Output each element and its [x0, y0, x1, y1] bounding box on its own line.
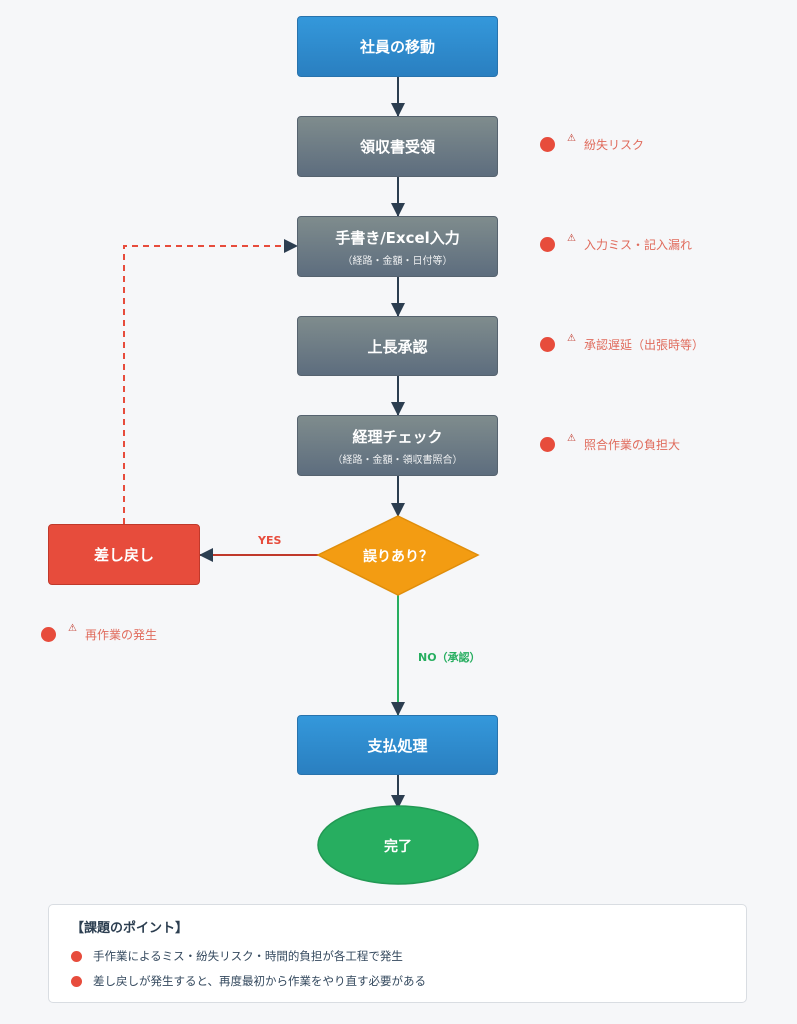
warning-icon: ⚠ — [567, 433, 576, 444]
risk-text: 紛失リスク — [583, 138, 644, 152]
node-start[interactable]: 社員の移動 — [297, 16, 498, 77]
node-check[interactable]: 経理チェック （経路・金額・領収書照合） — [297, 415, 498, 476]
node-receipt[interactable]: 領収書受領 — [297, 116, 498, 177]
warning-icon: ⚠ — [567, 233, 576, 244]
summary-title: 【課題のポイント】 — [71, 921, 189, 936]
node-title: 差し戻し — [93, 546, 154, 564]
risk-item: ⚠ 紛失リスク — [540, 133, 644, 153]
risk-dot-icon — [41, 627, 56, 642]
node-subtitle: （経路・金額・日付等） — [342, 255, 453, 267]
node-reject[interactable]: 差し戻し — [48, 524, 200, 585]
bullet-dot-icon — [71, 950, 82, 962]
node-title: 領収書受領 — [359, 138, 435, 156]
risk-dot-icon — [540, 437, 555, 452]
node-title: 誤りあり？ — [363, 548, 433, 565]
node-subtitle: （経路・金額・領収書照合） — [332, 454, 463, 466]
summary-item: 差し戻しが発生すると、再度最初から作業をやり直す必要がある — [71, 973, 724, 989]
summary-item-text: 手作業によるミス・紛失リスク・時間的負担が各工程で発生 — [93, 949, 403, 963]
risk-item: ⚠ 再作業の発生 — [41, 623, 157, 643]
summary-item-text: 差し戻しが発生すると、再度最初から作業をやり直す必要がある — [93, 974, 427, 988]
node-title: 手書き/Excel入力 — [335, 228, 460, 247]
warning-icon: ⚠ — [68, 623, 77, 634]
no-label: NO（承認） — [418, 651, 481, 664]
node-title: 経理チェック — [352, 427, 443, 446]
node-payment[interactable]: 支払処理 — [297, 715, 498, 775]
risk-dot-icon — [540, 337, 555, 352]
node-approval[interactable]: 上長承認 — [297, 316, 498, 376]
risk-dot-icon — [540, 237, 555, 252]
risk-text: 再作業の発生 — [84, 628, 157, 642]
warning-icon: ⚠ — [567, 133, 576, 144]
risk-item: ⚠ 照合作業の負担大 — [540, 433, 680, 453]
risk-text: 照合作業の負担大 — [583, 438, 680, 452]
node-title: 完了 — [384, 838, 412, 855]
decision-diamond — [316, 515, 480, 596]
dashed-return-arrow — [123, 239, 298, 524]
summary-item: 手作業によるミス・紛失リスク・時間的負担が各工程で発生 — [71, 948, 724, 964]
node-title: 上長承認 — [367, 337, 428, 356]
risk-text: 承認遅延（出張時等） — [583, 338, 704, 352]
node-end[interactable]: 完了 — [318, 806, 478, 885]
yes-label: YES — [258, 534, 282, 547]
bullet-dot-icon — [71, 975, 82, 987]
summary-box: 【課題のポイント】 手作業によるミス・紛失リスク・時間的負担が各工程で発生 差し… — [48, 904, 747, 1003]
warning-icon: ⚠ — [567, 333, 576, 344]
node-title: 社員の移動 — [359, 38, 435, 56]
risk-text: 入力ミス・記入漏れ — [583, 238, 692, 252]
node-input[interactable]: 手書き/Excel入力 （経路・金額・日付等） — [297, 216, 498, 277]
risk-item: ⚠ 承認遅延（出張時等） — [540, 333, 704, 353]
end-ellipse — [317, 805, 479, 885]
risk-item: ⚠ 入力ミス・記入漏れ — [540, 233, 692, 253]
node-decision[interactable]: 誤りあり？ — [318, 516, 478, 595]
risk-dot-icon — [540, 137, 555, 152]
node-title: 支払処理 — [367, 736, 428, 755]
